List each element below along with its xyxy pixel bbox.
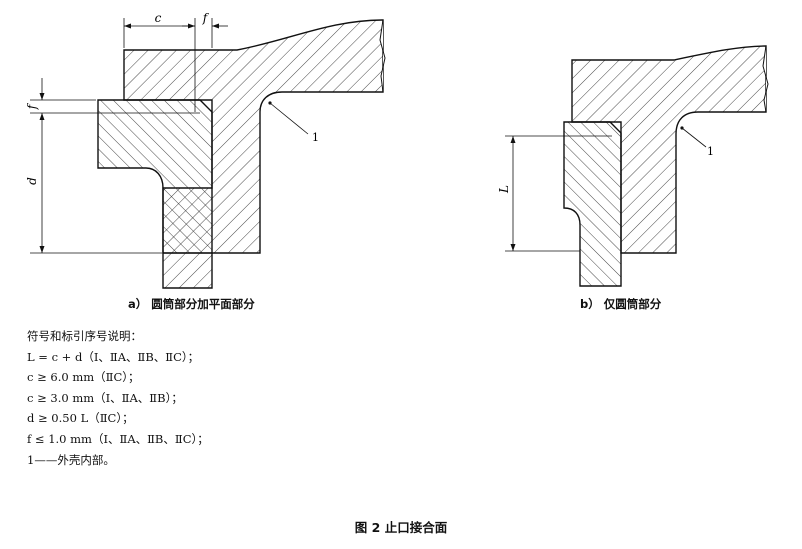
dim-label-L: L (497, 185, 511, 194)
cylinder-part-b (563, 121, 622, 287)
callout-1-b: 1 (707, 145, 714, 158)
legend-line: d ≥ 0.50 L（ⅡC）； (27, 411, 134, 426)
legend: 符号和标引序号说明： L = c + d（Ⅰ、ⅡA、ⅡB、ⅡC）； c ≥ 6.… (27, 326, 209, 470)
legend-line: L = c + d（Ⅰ、ⅡA、ⅡB、ⅡC）； (27, 349, 200, 364)
caption-a: a） 圆筒部分加平面部分 (128, 297, 255, 311)
figure-a: c f f d 1 (25, 11, 386, 289)
callout-1-a: 1 (312, 131, 319, 144)
dim-label-f-side: f (25, 102, 39, 110)
figure-b: L 1 (497, 45, 769, 287)
figure-title: 图 2 止口接合面 (354, 520, 448, 535)
dim-label-f-top: f (202, 11, 210, 25)
cylinder-part-a (97, 99, 213, 254)
legend-line: f ≤ 1.0 mm（Ⅰ、ⅡA、ⅡB、ⅡC）； (27, 431, 209, 446)
dim-label-d: d (25, 177, 39, 185)
joint-diagram: c f f d 1 L 1 (25, 11, 769, 289)
dim-label-c: c (155, 11, 162, 25)
legend-line: c ≥ 6.0 mm（ⅡC）； (27, 370, 140, 385)
legend-heading: 符号和标引序号说明： (27, 329, 142, 343)
shell-part-b (571, 45, 767, 254)
legend-line: c ≥ 3.0 mm（Ⅰ、ⅡA、ⅡB）； (27, 390, 183, 405)
legend-line: 1——外壳内部。 (27, 452, 115, 467)
caption-b: b） 仅圆筒部分 (580, 297, 662, 311)
